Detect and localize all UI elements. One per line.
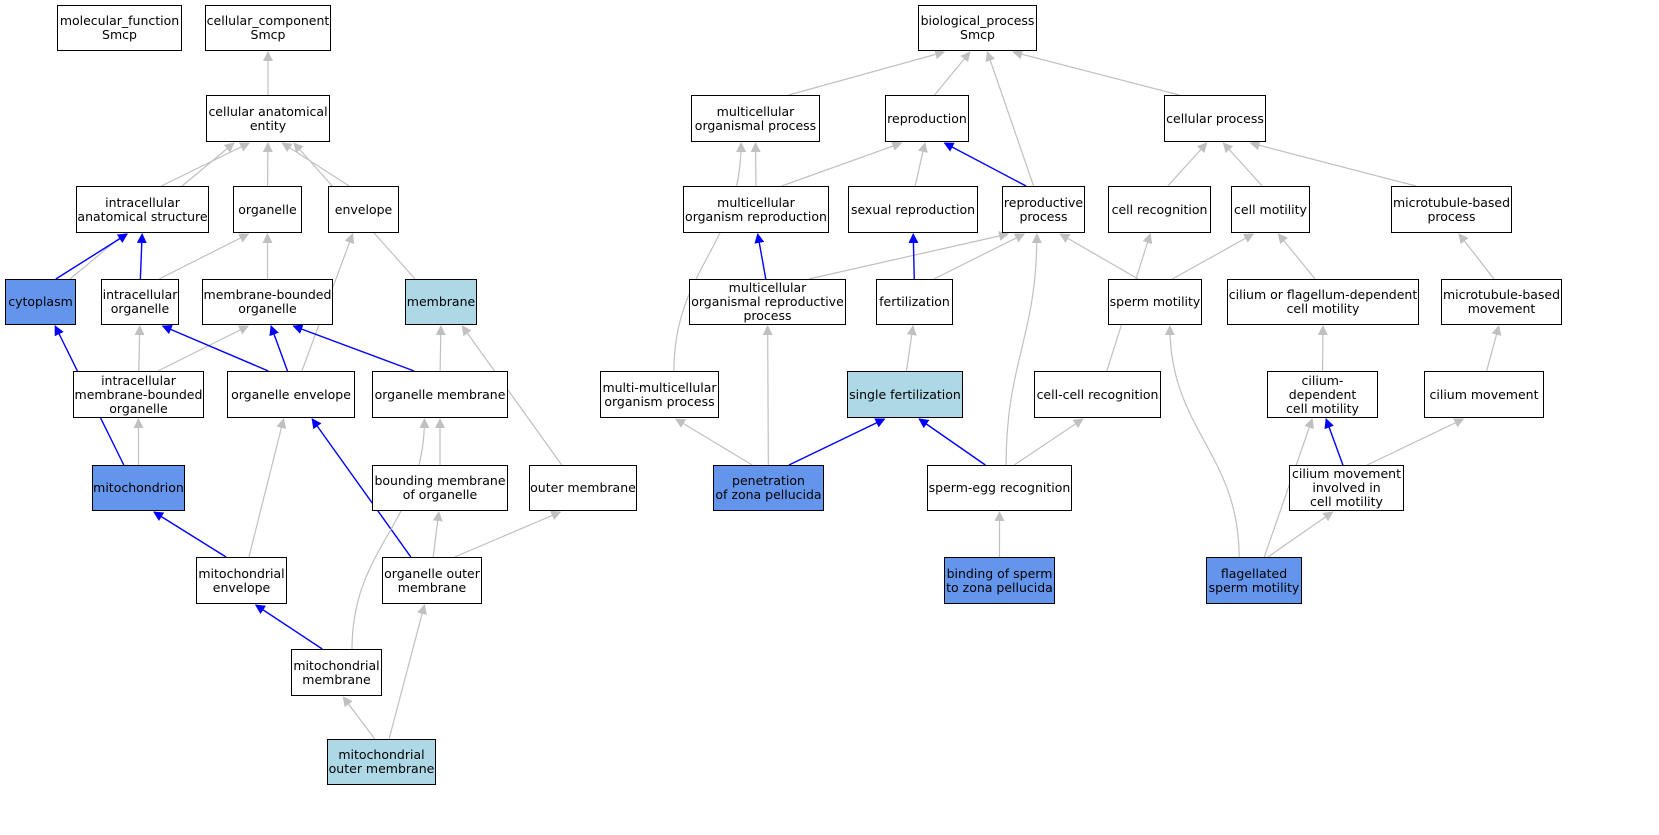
edge-cm-to-cp [1222,142,1263,187]
go-term-node-cm[interactable]: cell motility [1231,186,1310,233]
edge-fert-to-sr [908,233,919,280]
go-term-node-mf[interactable]: molecular_function Smcp [57,5,182,51]
edge-mbm-to-mbp [1458,233,1495,280]
edge-pzp-to-morp [762,325,773,466]
edge-cyt-to-ias [55,233,129,280]
go-term-node-oenv[interactable]: organelle envelope [227,371,355,418]
go-term-node-rp[interactable]: reproductive process [1002,186,1085,233]
go-term-node-sr[interactable]: sexual reproduction [848,186,978,233]
edge-oenv-to-iorg [161,324,269,372]
go-term-node-pzp[interactable]: penetration of zona pellucida [713,465,824,511]
edge-omem-to-mbo [292,324,415,372]
edge-morp-to-rp [808,231,1009,280]
edge-fsm-to-sm [1164,325,1240,558]
go-term-node-oom[interactable]: organelle outer membrane [382,557,482,604]
go-term-node-bp[interactable]: biological_process Smcp [918,5,1037,51]
edge-pzp-to-sf [788,418,886,466]
edge-mor-to-rep [781,141,903,187]
go-term-node-bmo[interactable]: bounding membrane of organelle [372,465,508,511]
edge-fsm-to-cmicm [1267,511,1334,558]
edge-mom-to-oom [388,604,427,740]
edge-imbo-to-iorg [134,325,145,372]
go-term-node-fert[interactable]: fertilization [876,279,953,325]
go-term-node-cr[interactable]: cell recognition [1108,186,1211,233]
edge-sm-to-cm [1172,233,1255,280]
edge-morp-to-mor [754,233,767,280]
edge-sm-to-rp [1059,233,1139,280]
go-term-node-mbo[interactable]: membrane-bounded organelle [202,279,333,325]
go-term-node-cdcm[interactable]: cilium-dependent cell motility [1267,371,1378,418]
edge-ser-to-rp [1005,233,1042,466]
go-term-node-sf[interactable]: single fertilization [847,371,963,418]
edge-oom-to-bmo [432,511,443,558]
edge-oom-to-oenv [311,418,412,558]
go-term-node-ias[interactable]: intracellular anatomical structure [76,186,209,233]
go-term-node-cmicm[interactable]: cilium movement involved in cell motilit… [1289,465,1404,511]
go-term-node-outm[interactable]: outer membrane [529,465,637,511]
edge-mbp-to-cp [1249,140,1417,187]
go-term-node-rep[interactable]: reproduction [885,95,969,142]
edge-pzp-to-mmp [674,418,753,466]
go-term-node-cmov[interactable]: cilium movement [1424,371,1544,418]
edge-oenv-to-mbo [269,325,289,372]
go-term-node-bszp[interactable]: binding of sperm to zona pellucida [944,557,1055,604]
edge-cmicm-to-cdcm [1324,418,1344,466]
edge-mom-to-mmem [342,696,376,740]
edge-ser-to-ccr [1013,418,1084,466]
go-term-node-ser[interactable]: sperm-egg recognition [927,465,1072,511]
edge-sr-to-rep [914,142,928,187]
edge-ias-to-cae [161,142,251,187]
go-term-node-mmp[interactable]: multi-multicellular organism process [600,371,719,418]
go-term-node-imbo[interactable]: intracellular membrane-bounded organelle [73,371,204,418]
go-term-node-mbm[interactable]: microtubule-based movement [1441,279,1562,325]
edge-fert-to-rp [933,233,1026,280]
go-term-node-cc[interactable]: cellular_component Smcp [205,5,331,51]
edge-sf-to-fert [905,325,917,372]
go-term-node-mom[interactable]: mitochondrial outer membrane [327,739,436,785]
edge-cp-to-bp [1012,49,1180,96]
edge-rp-to-rep [943,142,1027,187]
edge-ser-to-sf [918,418,986,466]
edge-iorg-to-ias [136,233,147,280]
go-term-node-morp[interactable]: multicellular organismal reproductive pr… [689,279,846,325]
go-term-node-cp[interactable]: cellular process [1164,95,1266,142]
go-term-node-ccr[interactable]: cell-cell recognition [1034,371,1161,418]
edge-cmov-to-mbm [1486,325,1502,372]
go-term-node-cae[interactable]: cellular anatomical entity [206,95,330,142]
edge-rp-to-bp [985,51,1035,187]
go-term-node-mmem[interactable]: mitochondrial membrane [291,649,382,696]
go-term-node-mem[interactable]: membrane [405,279,477,325]
go-term-node-mop[interactable]: multicellular organismal process [691,95,820,142]
edge-mmem-to-omem [351,418,430,650]
go-term-node-cfcm[interactable]: cilium or flagellum-dependent cell motil… [1227,279,1419,325]
edge-cr-to-cp [1167,142,1208,187]
edge-menv-to-mito [153,511,227,558]
go-term-node-cyt[interactable]: cytoplasm [5,279,76,325]
edge-omem-to-mem [435,325,446,372]
edge-mmp-to-mop [673,142,747,372]
edge-oom-to-outm [454,510,562,558]
edge-mmem-to-menv [254,604,323,650]
edge-imbo-to-mbo [157,325,250,372]
edge-env-to-cae [281,142,350,187]
go-term-node-mito[interactable]: mitochondrion [92,465,185,511]
edge-cmicm-to-cmov [1366,418,1465,466]
edge-menv-to-oenv [248,418,287,558]
go-term-node-mbp[interactable]: microtubule-based process [1391,186,1512,233]
go-term-node-omem[interactable]: organelle membrane [372,371,508,418]
edge-rep-to-bp [934,51,971,96]
go-term-node-mor[interactable]: multicellular organism reproduction [683,186,829,233]
go-term-node-menv[interactable]: mitochondrial envelope [196,557,287,604]
edge-outm-to-mem [461,325,563,466]
edge-iorg-to-org [158,233,250,280]
go-term-node-env[interactable]: envelope [328,186,399,233]
go-term-node-fsm[interactable]: flagellated sperm motility [1206,557,1302,604]
go-term-node-sm[interactable]: sperm motility [1108,279,1202,325]
go-term-node-iorg[interactable]: intracellular organelle [101,279,179,325]
go-term-node-org[interactable]: organelle [233,186,302,233]
edge-cfcm-to-cm [1277,233,1316,280]
edge-fsm-to-cdcm [1263,418,1314,558]
edge-mop-to-bp [788,49,946,96]
